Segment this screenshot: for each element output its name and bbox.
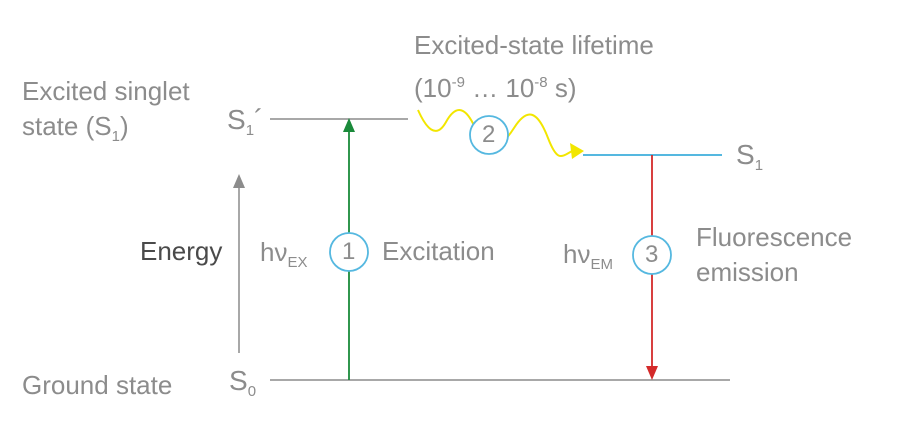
photon-ex-label: hνEX	[260, 237, 307, 278]
lifetime-range-close: s)	[547, 73, 577, 103]
excited-singlet-label-text: state (S	[22, 111, 112, 141]
photon-em-symbol: hν	[563, 239, 591, 269]
step-2-number: 2	[482, 121, 496, 148]
relaxation-arrowhead	[570, 143, 584, 159]
excited-singlet-label-line1: Excited singlet	[22, 76, 190, 106]
photon-ex-symbol: hν	[260, 237, 288, 267]
step-1-number: 1	[342, 238, 356, 265]
excited-singlet-label-line2: state (S1)	[22, 111, 129, 152]
photon-ex-sub: EX	[287, 254, 308, 271]
lifetime-title: Excited-state lifetime	[414, 30, 654, 60]
step-3-circle	[632, 235, 672, 275]
s1-letter: S	[736, 139, 755, 170]
lifetime-range: (10-9 … 10-8 s)	[414, 68, 577, 103]
fluorescence-label-line1: Fluorescence	[696, 222, 853, 252]
energy-axis-arrowhead	[233, 174, 245, 188]
s1-symbol: S1	[736, 140, 763, 181]
step-2-circle	[469, 115, 509, 155]
s1-sub: 1	[754, 157, 764, 174]
s1-prime-mark: ´	[254, 104, 264, 135]
ground-state-label: Ground state	[22, 370, 173, 400]
photon-em-label: hνEM	[563, 239, 613, 280]
emission-arrowhead	[646, 366, 658, 380]
excited-singlet-label-sub: 1	[111, 128, 120, 145]
s0-symbol: S0	[229, 366, 256, 407]
excited-singlet-label-close: )	[119, 111, 129, 141]
excitation-label: Excitation	[382, 236, 495, 266]
fluorescence-label-line2: emission	[696, 257, 799, 287]
lifetime-range-open: (10	[414, 73, 452, 103]
lifetime-range-exp2: -8	[534, 74, 548, 91]
s0-letter: S	[229, 365, 248, 396]
lifetime-range-exp1: -9	[451, 74, 465, 91]
lifetime-range-mid: … 10	[464, 73, 535, 103]
s1-prime-letter: S	[227, 104, 246, 135]
step-3-number: 3	[645, 241, 659, 268]
s0-sub: 0	[247, 383, 257, 400]
excitation-arrowhead	[343, 118, 355, 132]
energy-label: Energy	[140, 236, 223, 266]
s1-prime-sub: 1	[245, 122, 255, 139]
s1-prime-symbol: S1´	[227, 105, 263, 146]
step-1-circle	[329, 232, 369, 272]
photon-em-sub: EM	[590, 256, 613, 273]
